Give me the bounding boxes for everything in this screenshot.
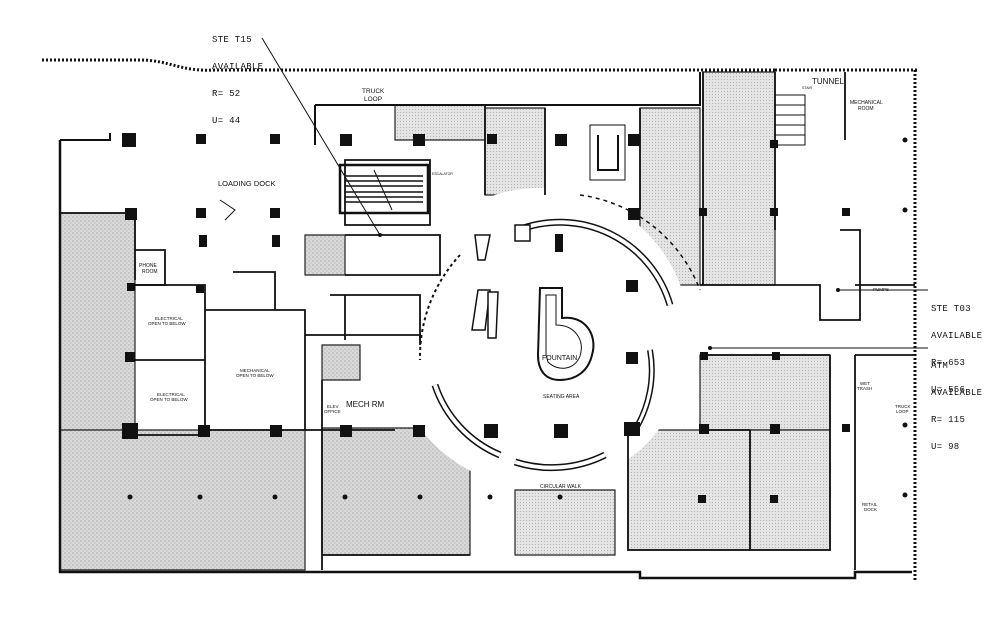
mechanical-open-line-1: MECHANICAL (240, 368, 270, 373)
ste-t03-status: AVAILABLE (931, 331, 983, 341)
phone-room-line-2: ROOM (142, 269, 158, 275)
columns (122, 133, 908, 503)
ste-t03-callout: STE T03 AVAILABLE R= 653 U= 556 (931, 287, 982, 404)
truck-loop-right-line-1: TRUCK (895, 404, 911, 409)
leader-lines (261, 37, 928, 349)
atm-callout: ATM AVAILABLE R= 115 U= 98 (931, 344, 982, 461)
phone-room-line-1: PHONE (139, 263, 157, 269)
ste-t15-status: AVAILABLE (212, 62, 264, 72)
atm-title: ATM (931, 361, 949, 371)
elev-office-line-2: OFFICE (324, 409, 341, 414)
wet-trash-line-1: WET (860, 381, 870, 386)
electrical-top-line-2: OPEN TO BELOW (148, 321, 186, 326)
truck-loop-right-line-2: LOOP (896, 409, 909, 414)
atm-status: AVAILABLE (931, 388, 983, 398)
retail-dock-line-1: RETAIL (862, 502, 878, 507)
ste-t15-callout: STE T15 AVAILABLE R= 52 U= 44 (212, 18, 263, 135)
ste-t15-usable: U= 44 (212, 116, 241, 126)
electrical-bottom-line-2: OPEN TO BELOW (150, 397, 188, 402)
escalator (338, 163, 430, 215)
atm-usable: U= 98 (931, 442, 960, 452)
ste-t03-usable: U= 556 (931, 385, 966, 395)
stair-label: STAIR (802, 86, 813, 90)
ste-t15-marker (378, 233, 382, 237)
electrical-top-line-1: ELECTRICAL (155, 316, 183, 321)
planters (471, 224, 531, 339)
tunnel-label: TUNNEL (812, 77, 845, 86)
hatched-areas (59, 71, 831, 571)
wet-trash-line-2: TRASH (857, 386, 872, 391)
ste-t03-marker (836, 288, 840, 292)
fountain-label: FOUNTAIN (542, 355, 577, 362)
atm-rentable: R= 115 (931, 415, 966, 425)
truck-loop-line-1: TRUCK (362, 88, 385, 95)
interior-walls (60, 72, 915, 570)
ste-t03-title: STE T03 (931, 304, 971, 314)
ste-t15-title: STE T15 (212, 35, 252, 45)
fountain-inner (545, 294, 582, 369)
pumps-label: PUMPS (873, 287, 889, 292)
mechanical-room-line-1: MECHANICAL (850, 100, 883, 106)
ste-t15-rentable: R= 52 (212, 89, 241, 99)
elev-office-line-1: ELEV (327, 404, 339, 409)
atm-marker (708, 346, 712, 350)
outer-walls (42, 58, 918, 580)
truck-loop-line-2: LOOP (364, 96, 382, 103)
stairs (219, 94, 806, 221)
seating-area-label: SEATING AREA (543, 394, 580, 400)
ste-t03-rentable: R= 653 (931, 358, 966, 368)
electrical-bottom-line-1: ELECTRICAL (157, 392, 185, 397)
retail-dock-line-2: DOCK (864, 507, 877, 512)
mechanical-room-line-2: ROOM (858, 106, 874, 112)
escalator-label: ESCALATOR (432, 172, 453, 176)
mech-rm-label: MECH RM (346, 400, 385, 409)
plaza-walls (418, 194, 701, 472)
loading-dock-label: LOADING DOCK (218, 179, 276, 188)
mechanical-open-line-2: OPEN TO BELOW (236, 373, 274, 378)
circular-walk-label: CIRCULAR WALK (540, 484, 582, 490)
